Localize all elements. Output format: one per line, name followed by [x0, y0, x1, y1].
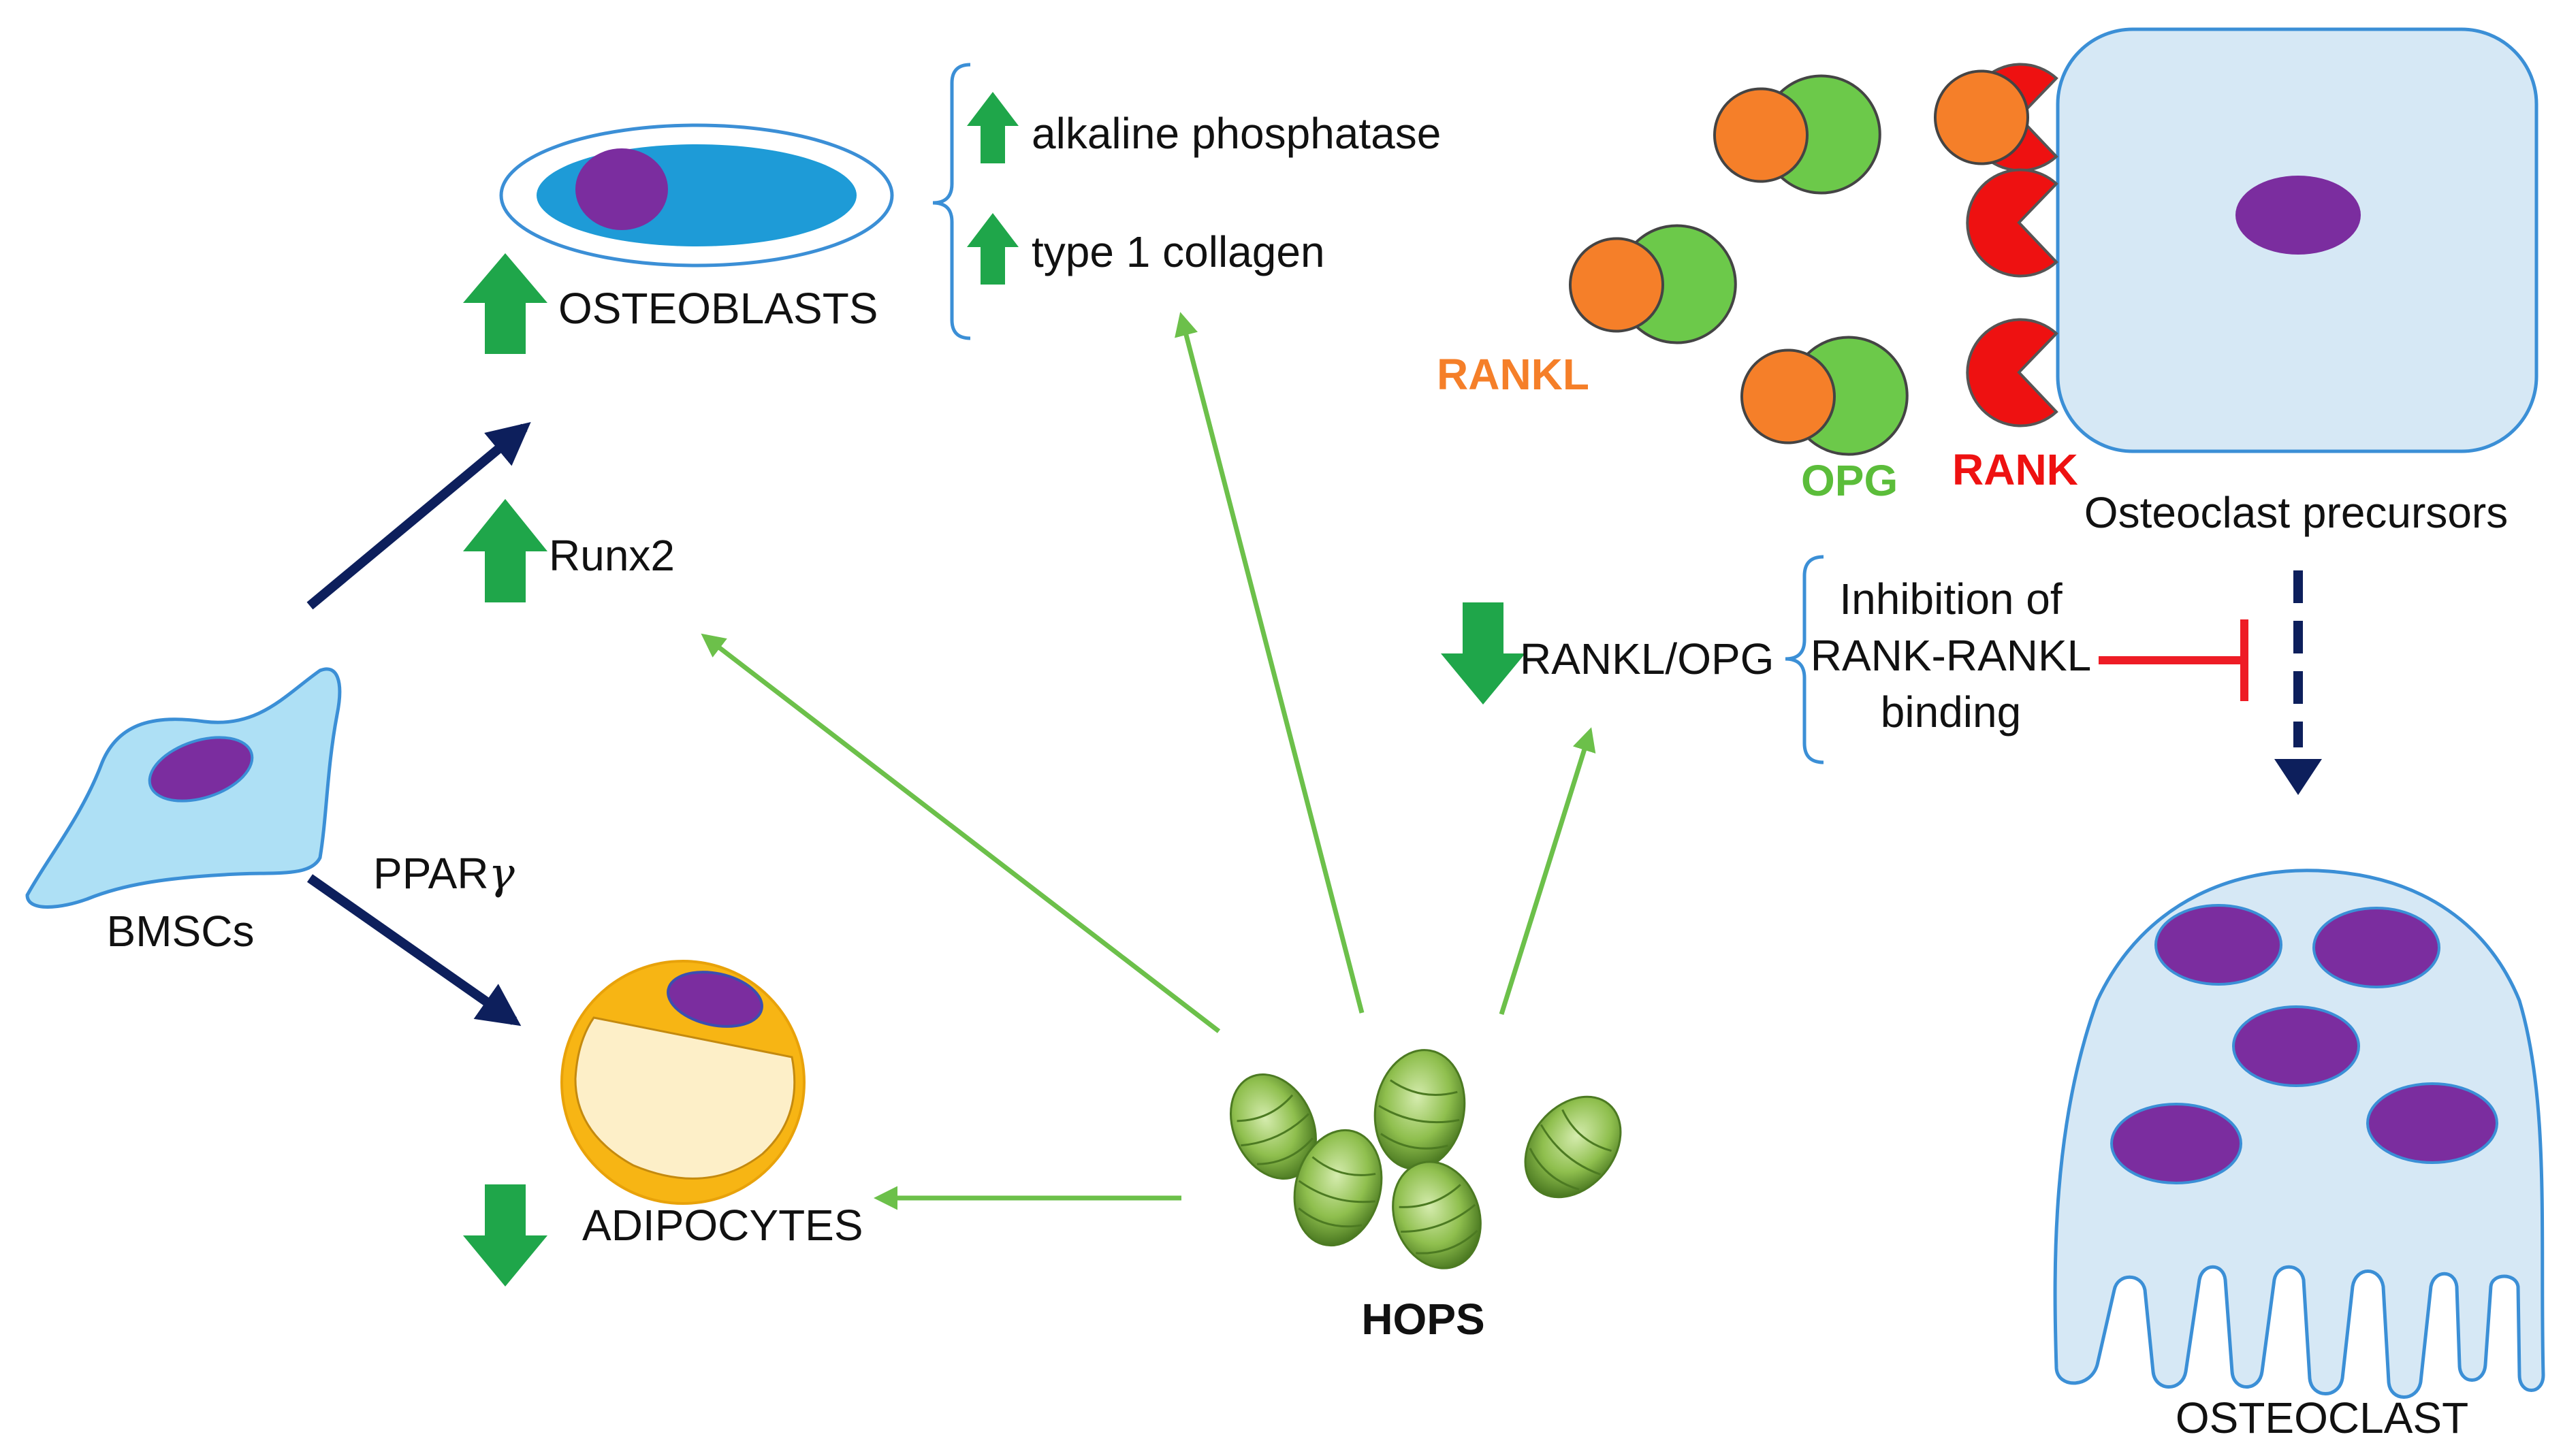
- alkaline-phosphatase-up-icon: [967, 92, 1019, 163]
- osteoblast-cell: [499, 123, 894, 268]
- osteoblast-markers-brace: [932, 63, 971, 340]
- hops-to-rankl-opg-arrow: [1499, 727, 1596, 1016]
- rankl-label: RANKL: [1437, 350, 1589, 399]
- runx2-up-icon: [463, 499, 547, 602]
- rank-receptor-with-rankl: [1934, 63, 2058, 172]
- adipocyte-lipid-droplet: [574, 1016, 796, 1180]
- rankl-opg-pair-3: [1740, 336, 1909, 456]
- rankl-opg-pair-1: [1713, 74, 1881, 195]
- bmscs-label: BMSCs: [107, 907, 255, 956]
- adipocyte-cell: [560, 960, 806, 1205]
- hops-to-runx2-arrow: [701, 633, 1221, 1033]
- osteoblast-nucleus: [575, 148, 668, 230]
- adipocytes-down-icon: [463, 1184, 547, 1287]
- rankl-opg-pair-2: [1569, 224, 1737, 344]
- osteoclast-cell: [2053, 869, 2545, 1399]
- adipocytes-label: ADIPOCYTES: [582, 1201, 863, 1250]
- rankl-opg-down-icon: [1441, 602, 1525, 705]
- collagen-up-icon: [967, 213, 1019, 285]
- rank-receptor-3: [1966, 318, 2058, 427]
- inhibition-label-line2: RANK-RANKL: [1811, 631, 2092, 680]
- osteoclast-nucleus-5: [2366, 1082, 2498, 1164]
- bmsc-to-osteoblast-arrow: [306, 421, 531, 610]
- runx2-label: Runx2: [549, 531, 675, 580]
- type1-collagen-label: type 1 collagen: [1032, 227, 1325, 276]
- osteoblasts-label: OSTEOBLASTS: [558, 284, 878, 333]
- precursor-to-osteoclast-arrow: [2274, 570, 2322, 795]
- adipocyte-nucleus: [667, 971, 763, 1028]
- opg-label: OPG: [1801, 456, 1898, 505]
- rank-receptor-2: [1966, 168, 2058, 278]
- rank-label: RANK: [1952, 445, 2078, 494]
- hops-label: HOPS: [1361, 1295, 1484, 1344]
- ppar-gamma-label: PPARγ: [373, 849, 515, 899]
- osteoclast-nucleus-4: [2110, 1103, 2242, 1184]
- bmsc-to-adipocyte-arrow: [306, 874, 522, 1026]
- alkaline-phosphatase-label: alkaline phosphatase: [1032, 109, 1441, 158]
- osteoblasts-up-icon: [463, 253, 547, 354]
- hops-to-osteoblast-markers-arrow: [1175, 312, 1365, 1014]
- inhibition-label-line3: binding: [1881, 687, 2021, 737]
- osteoclast-precursors-label: Osteoclast precursors: [2084, 488, 2508, 537]
- hops-cones-image: [1230, 1049, 1622, 1269]
- rankl-opg-label: RANKL/OPG: [1520, 634, 1774, 683]
- inhibition-t-bar: [2099, 619, 2248, 701]
- bmsc-nucleus: [148, 736, 254, 803]
- osteoclast-label: OSTEOCLAST: [2176, 1393, 2468, 1442]
- bmsc-cell: [25, 667, 342, 909]
- osteoclast-nucleus-2: [2312, 907, 2440, 988]
- osteoclast-precursor-nucleus: [2235, 176, 2361, 255]
- osteoclast-nucleus-3: [2232, 1005, 2360, 1087]
- inhibition-label-line1: Inhibition of: [1839, 575, 2063, 624]
- osteoclast-nucleus-1: [2154, 904, 2282, 986]
- inhibition-brace: [1785, 555, 1824, 764]
